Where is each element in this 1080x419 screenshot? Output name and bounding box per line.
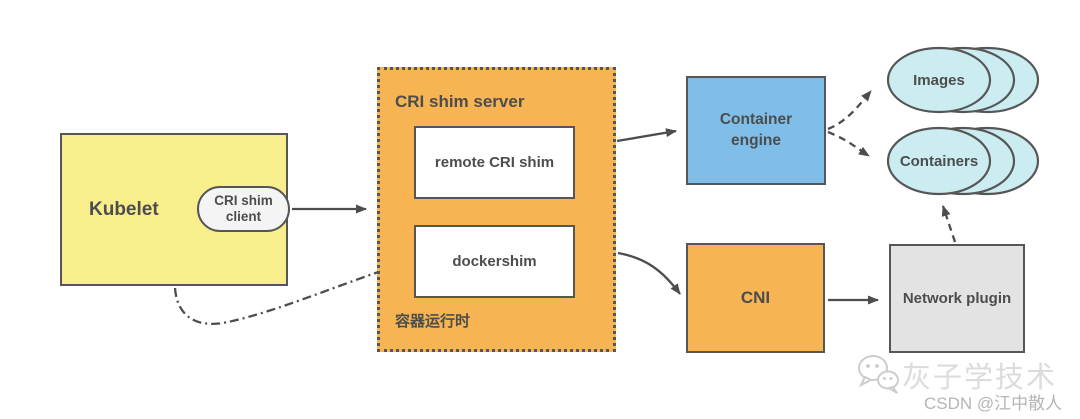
wechat-icon xyxy=(858,355,899,394)
watermark-brand: 灰子学技术 xyxy=(902,362,1058,394)
cri-shim-client-box: CRI shim client xyxy=(197,186,290,232)
container-engine-box: Container engine xyxy=(686,76,826,185)
arrow-dockershim-to-cni xyxy=(617,251,681,295)
arrow-server-to-engine xyxy=(616,128,677,143)
dockershim-box: dockershim xyxy=(414,225,575,298)
container-engine-label-line1: Container xyxy=(719,111,793,129)
arrow-engine-to-containers xyxy=(827,130,870,157)
container-runtime-label: 容器运行时 xyxy=(395,313,471,330)
kubelet-label: Kubelet xyxy=(89,198,159,220)
cni-box: CNI xyxy=(686,243,825,353)
network-plugin-label: Network plugin xyxy=(902,290,1012,307)
cri-shim-server-title: CRI shim server xyxy=(395,92,525,111)
remote-cri-shim-box: remote CRI shim xyxy=(414,126,575,199)
watermark: 灰子学技术 CSDN @江中散人 xyxy=(852,348,1080,418)
network-plugin-box: Network plugin xyxy=(889,244,1025,353)
watermark-credit: CSDN @江中散人 xyxy=(924,394,1063,413)
container-engine-label-line2: engine xyxy=(731,131,781,149)
cni-label: CNI xyxy=(740,288,771,307)
cri-shim-server-box: CRI shim server remote CRI shim dockersh… xyxy=(377,67,616,352)
cri-shim-client-label-line2: client xyxy=(225,209,262,224)
arrow-engine-to-images xyxy=(827,90,872,131)
dockershim-label: dockershim xyxy=(452,253,537,270)
containers-stack-label: Containers xyxy=(899,152,979,170)
remote-cri-shim-label: remote CRI shim xyxy=(434,154,555,171)
arrow-plugin-to-containers xyxy=(941,205,957,243)
images-stack-label: Images xyxy=(913,71,965,89)
cri-shim-client-label-line1: CRI shim xyxy=(214,192,273,208)
